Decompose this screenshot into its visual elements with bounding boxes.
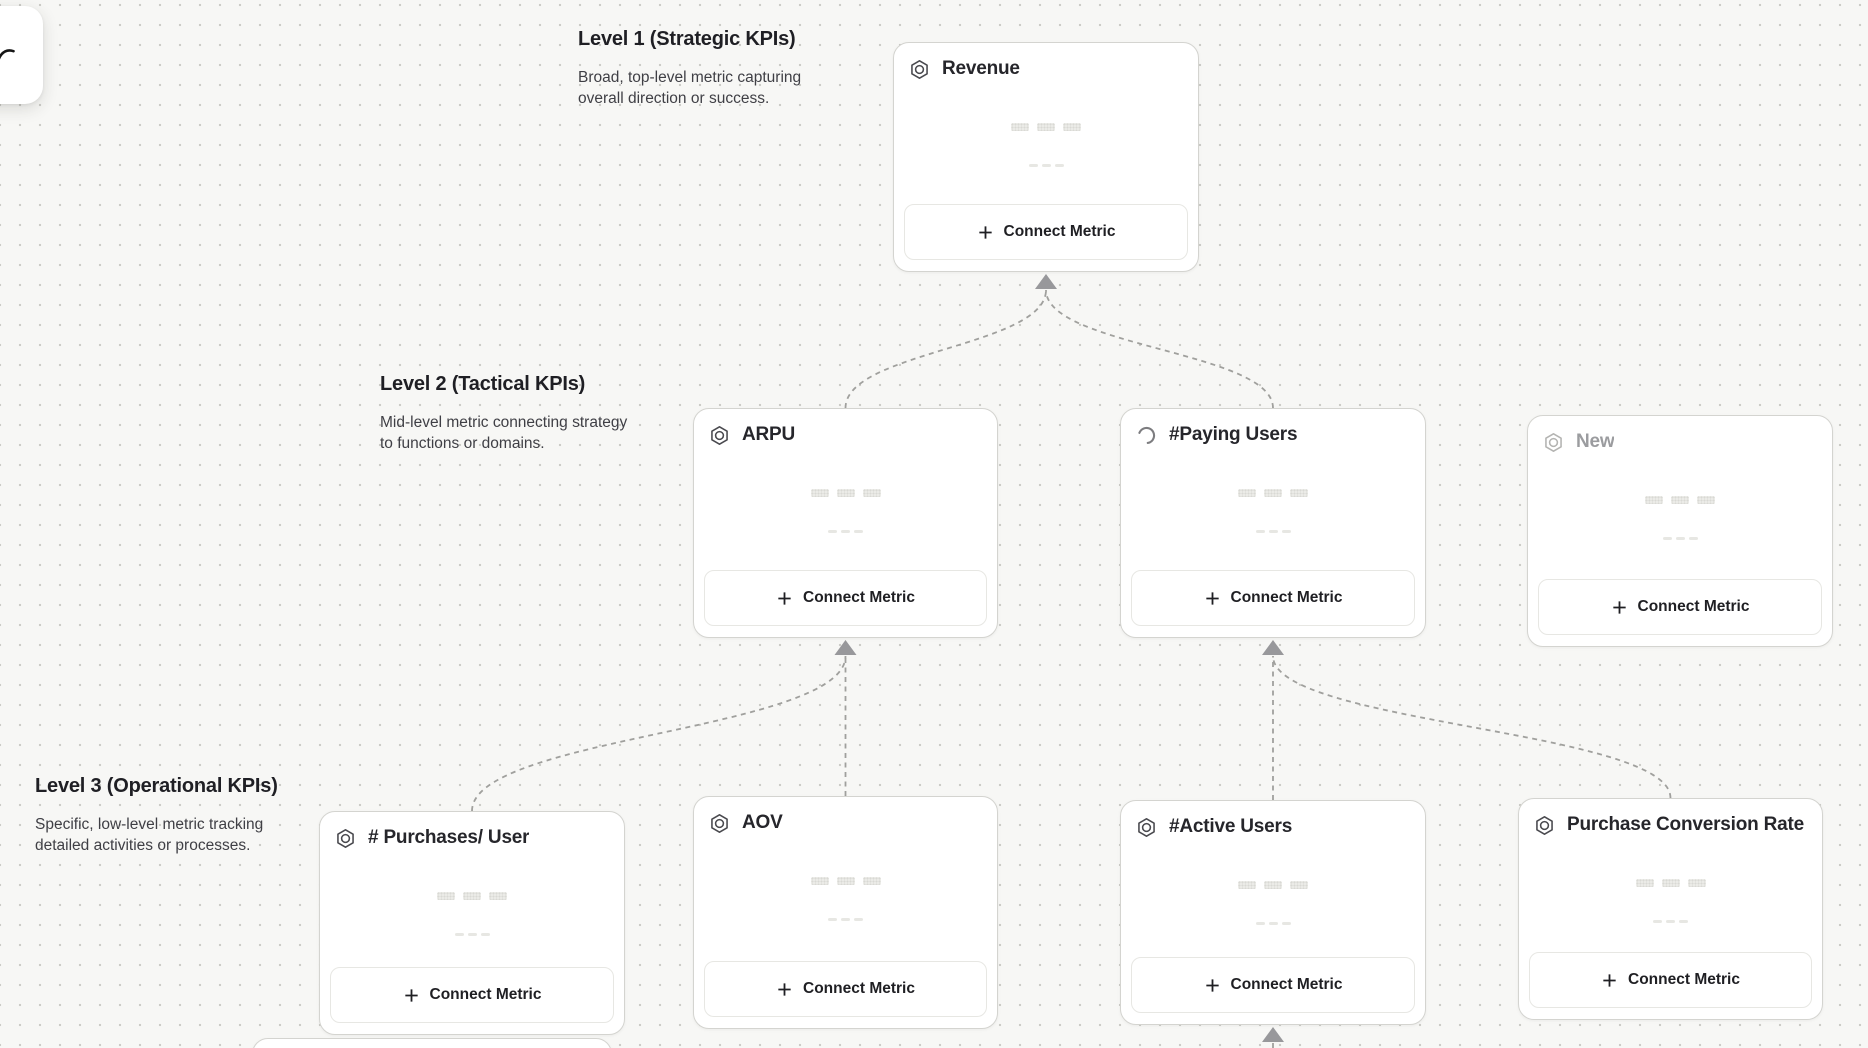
connect-metric-button[interactable]: Connect Metric bbox=[904, 204, 1188, 260]
connect-metric-button[interactable]: Connect Metric bbox=[1131, 957, 1415, 1013]
metric-hexagon-icon bbox=[1135, 816, 1157, 838]
connect-metric-button[interactable]: Connect Metric bbox=[1529, 952, 1812, 1008]
metric-skeleton-placeholder bbox=[1121, 489, 1425, 497]
plus-icon bbox=[778, 982, 791, 996]
card-header: ARPU bbox=[708, 424, 983, 446]
metric-skeleton-placeholder-small bbox=[694, 918, 997, 921]
connector-edge-arpu-to-revenue bbox=[844, 289, 1047, 409]
metric-skeleton-placeholder-small bbox=[694, 530, 997, 533]
connect-metric-button[interactable]: Connect Metric bbox=[1538, 579, 1822, 635]
card-header: New bbox=[1542, 431, 1818, 453]
connector-arrowhead-arpu bbox=[834, 640, 857, 655]
plus-icon bbox=[778, 591, 791, 605]
kpi-card-aov[interactable]: AOV Connect Metric bbox=[693, 796, 998, 1029]
metric-skeleton-placeholder bbox=[894, 123, 1198, 131]
metric-hexagon-icon bbox=[708, 812, 730, 834]
spinner-icon bbox=[1135, 424, 1157, 446]
card-title: #Active Users bbox=[1169, 816, 1293, 837]
card-title: New bbox=[1576, 431, 1615, 452]
card-title: Revenue bbox=[942, 58, 1020, 79]
card-title: ARPU bbox=[742, 424, 796, 445]
plus-icon bbox=[1205, 591, 1219, 605]
metric-skeleton-placeholder-small bbox=[1121, 530, 1425, 533]
plus-icon bbox=[1612, 600, 1626, 614]
floating-toolbar-fragment[interactable] bbox=[0, 6, 43, 104]
metric-skeleton-placeholder bbox=[1121, 881, 1425, 889]
level-2-label: Level 2 (Tactical KPIs) Mid-level metric… bbox=[380, 371, 630, 454]
level-2-description: Mid-level metric connecting strategy to … bbox=[380, 414, 628, 452]
card-header: Revenue bbox=[908, 58, 1184, 80]
connect-metric-button[interactable]: Connect Metric bbox=[704, 961, 987, 1017]
plus-icon bbox=[1603, 973, 1616, 987]
metric-hexagon-icon bbox=[1533, 814, 1555, 836]
metric-skeleton-placeholder bbox=[1528, 496, 1832, 504]
card-header: # Purchases/ User bbox=[334, 827, 610, 849]
metric-hexagon-icon bbox=[334, 827, 356, 849]
level-1-title: Level 1 (Strategic KPIs) bbox=[578, 28, 796, 50]
metric-hexagon-icon bbox=[708, 424, 730, 446]
level-1-label: Level 1 (Strategic KPIs) Broad, top-leve… bbox=[578, 26, 828, 109]
level-2-title: Level 2 (Tactical KPIs) bbox=[380, 373, 586, 395]
metric-skeleton-placeholder-small bbox=[320, 933, 624, 936]
level-3-title: Level 3 (Operational KPIs) bbox=[35, 775, 278, 797]
card-header: #Paying Users bbox=[1135, 424, 1411, 446]
connect-metric-button[interactable]: Connect Metric bbox=[1131, 570, 1415, 626]
card-title: AOV bbox=[742, 812, 783, 833]
metric-hexagon-icon bbox=[1542, 431, 1564, 453]
connector-edge-purchase-conversion-rate-to-paying-users bbox=[1272, 655, 1672, 799]
level-1-description: Broad, top-level metric capturing overal… bbox=[578, 69, 802, 107]
metric-skeleton-placeholder-small bbox=[1528, 537, 1832, 540]
metric-skeleton-placeholder-small bbox=[894, 164, 1198, 167]
card-header: #Active Users bbox=[1135, 816, 1411, 838]
level-3-label: Level 3 (Operational KPIs) Specific, low… bbox=[35, 773, 300, 856]
card-title: Purchase Conversion Rate bbox=[1567, 814, 1805, 835]
metric-skeleton-placeholder-small bbox=[1519, 920, 1822, 923]
connector-edge-paying-users-to-revenue bbox=[1045, 289, 1274, 409]
cursor-stroke-icon bbox=[0, 49, 15, 60]
plus-icon bbox=[404, 988, 418, 1002]
card-header: AOV bbox=[708, 812, 983, 834]
connector-arrowhead-paying-users bbox=[1262, 640, 1284, 655]
connect-metric-button[interactable]: Connect Metric bbox=[704, 570, 987, 626]
card-title: # Purchases/ User bbox=[368, 827, 530, 848]
level-3-description: Specific, low-level metric tracking deta… bbox=[35, 816, 264, 854]
plus-icon bbox=[978, 225, 992, 239]
connector-arrowhead-revenue bbox=[1035, 274, 1057, 289]
connect-metric-button[interactable]: Connect Metric bbox=[330, 967, 614, 1023]
connector-arrowhead-active-users bbox=[1262, 1027, 1284, 1042]
kpi-card-arpu[interactable]: ARPU Connect Metric bbox=[693, 408, 998, 638]
metric-skeleton-placeholder bbox=[1519, 879, 1822, 887]
metric-skeleton-placeholder bbox=[694, 877, 997, 885]
partial-card-offscreen[interactable] bbox=[252, 1038, 612, 1048]
metric-skeleton-placeholder bbox=[694, 489, 997, 497]
card-header: Purchase Conversion Rate bbox=[1533, 814, 1808, 836]
metric-skeleton-placeholder-small bbox=[1121, 922, 1425, 925]
metric-skeleton-placeholder bbox=[320, 892, 624, 900]
metric-hexagon-icon bbox=[908, 58, 930, 80]
card-title: #Paying Users bbox=[1169, 424, 1298, 445]
connector-edge-purchases-per-user-to-arpu bbox=[471, 655, 847, 812]
plus-icon bbox=[1205, 978, 1219, 992]
